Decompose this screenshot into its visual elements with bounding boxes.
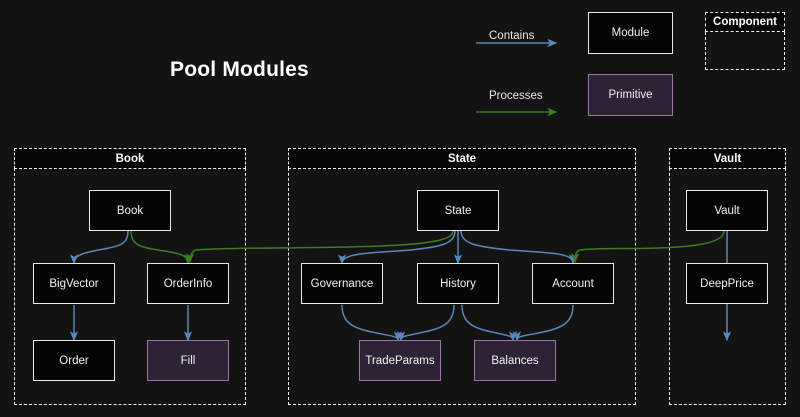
page-title: Pool Modules bbox=[170, 58, 309, 81]
node-balances[interactable]: Balances bbox=[474, 340, 556, 381]
node-orderinfo[interactable]: OrderInfo bbox=[147, 263, 229, 304]
node-account[interactable]: Account bbox=[532, 263, 614, 304]
cluster-vault-label: Vault bbox=[713, 152, 742, 165]
node-orderinfo-label: OrderInfo bbox=[163, 277, 213, 290]
node-deepprice-label: DeepPrice bbox=[700, 277, 754, 290]
node-order-label: Order bbox=[59, 354, 89, 367]
legend-component-label: Component bbox=[713, 16, 777, 28]
node-tradeparams-label: TradeParams bbox=[365, 354, 435, 367]
node-governance-label: Governance bbox=[310, 277, 374, 290]
node-book-label: Book bbox=[116, 204, 144, 217]
cluster-state-header: State bbox=[288, 148, 636, 169]
node-book[interactable]: Book bbox=[89, 190, 171, 231]
cluster-book-label: Book bbox=[115, 152, 145, 165]
node-state[interactable]: State bbox=[417, 190, 499, 231]
cluster-book-header: Book bbox=[14, 148, 246, 169]
node-state-label: State bbox=[444, 204, 472, 217]
legend-module-box: Module bbox=[588, 12, 673, 54]
legend-primitive-box: Primitive bbox=[588, 74, 673, 116]
legend-module-label: Module bbox=[611, 27, 650, 39]
legend-processes-label: Processes bbox=[489, 90, 543, 102]
node-balances-label: Balances bbox=[491, 354, 539, 367]
node-tradeparams[interactable]: TradeParams bbox=[359, 340, 441, 381]
cluster-state-label: State bbox=[447, 152, 477, 165]
node-order[interactable]: Order bbox=[33, 340, 115, 381]
node-fill-label: Fill bbox=[180, 354, 196, 367]
node-fill[interactable]: Fill bbox=[147, 340, 229, 381]
legend-component-header: Component bbox=[705, 12, 785, 32]
node-deepprice[interactable]: DeepPrice bbox=[686, 263, 768, 304]
node-vault[interactable]: Vault bbox=[686, 190, 768, 231]
node-account-label: Account bbox=[552, 277, 594, 290]
node-history-label: History bbox=[440, 277, 476, 290]
node-vault-label: Vault bbox=[714, 204, 740, 217]
legend-primitive-label: Primitive bbox=[608, 89, 653, 101]
node-history[interactable]: History bbox=[417, 263, 499, 304]
legend-contains-label: Contains bbox=[489, 30, 535, 42]
node-governance[interactable]: Governance bbox=[301, 263, 383, 304]
node-bigvector-label: BigVector bbox=[49, 277, 99, 290]
cluster-vault-header: Vault bbox=[669, 148, 786, 169]
node-bigvector[interactable]: BigVector bbox=[33, 263, 115, 304]
